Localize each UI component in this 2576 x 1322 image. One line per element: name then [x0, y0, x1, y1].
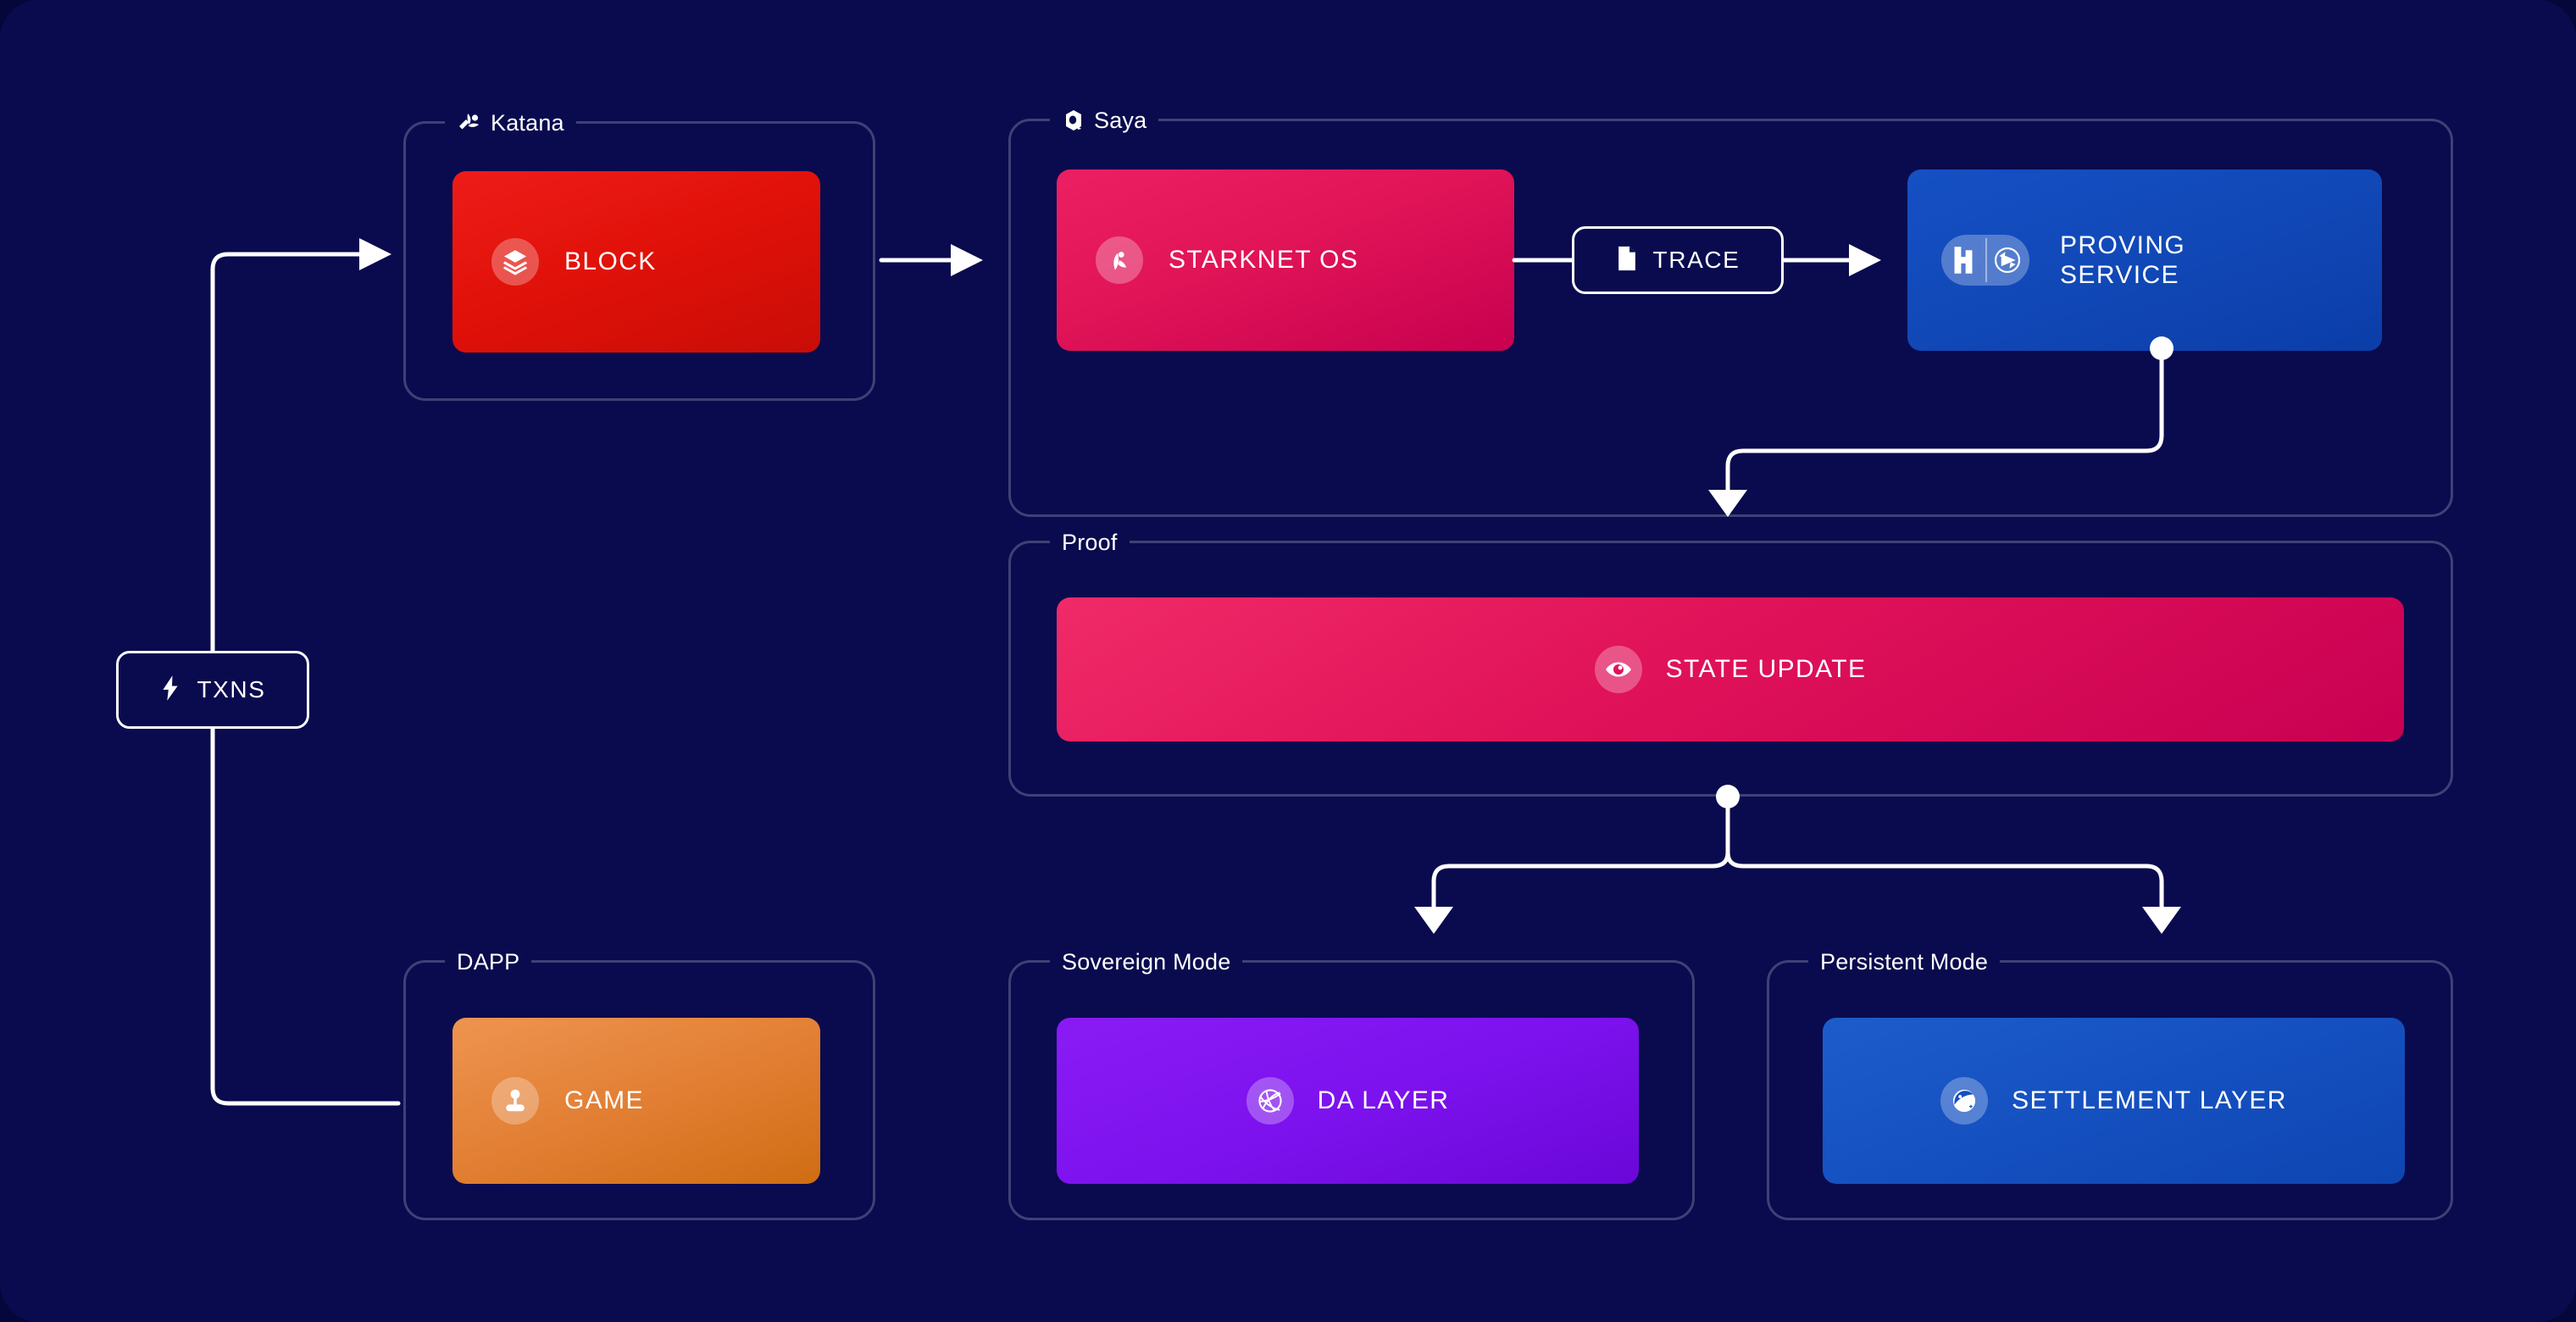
herodotus-icon	[1941, 235, 1985, 286]
group-sovereign-mode: Sovereign Mode	[1008, 946, 1695, 1220]
node-txns[interactable]: TXNS	[116, 651, 309, 729]
node-block[interactable]: BLOCK	[452, 171, 820, 353]
arrowhead-txns-to-katana	[359, 238, 391, 270]
group-sovereign-mode-title: Sovereign Mode	[1062, 949, 1231, 975]
group-dapp-title: DAPP	[457, 949, 520, 975]
arrowhead-proof-to-persistent	[2142, 907, 2181, 934]
atlantic-icon	[1985, 235, 2029, 286]
group-proof-title: Proof	[1062, 530, 1118, 555]
layers-icon	[491, 238, 539, 286]
node-block-label: BLOCK	[564, 247, 657, 276]
wire-txns-to-dapp	[210, 1086, 401, 1106]
node-proving-service[interactable]: PROVING SERVICE	[1907, 169, 2382, 351]
node-game-label: GAME	[564, 1086, 644, 1115]
arrowhead-proof-to-sovereign	[1414, 907, 1453, 934]
node-da-layer[interactable]: DA LAYER	[1057, 1018, 1639, 1184]
group-katana: Katana	[403, 107, 875, 401]
katana-logo-icon	[457, 110, 482, 136]
group-saya-title: Saya	[1094, 108, 1147, 133]
node-txns-label: TXNS	[197, 676, 266, 703]
saya-logo-icon	[1062, 108, 1085, 132]
group-sovereign-mode-label: Sovereign Mode	[1050, 946, 1243, 978]
group-katana-label: Katana	[445, 107, 576, 139]
group-saya-label: Saya	[1050, 104, 1159, 136]
celestia-icon	[1246, 1077, 1294, 1125]
node-da-layer-label: DA LAYER	[1317, 1086, 1450, 1115]
arrowhead-block-to-starknet	[951, 244, 983, 276]
group-persistent-mode-title: Persistent Mode	[1820, 949, 1989, 975]
group-katana-title: Katana	[491, 110, 564, 136]
node-settlement-layer-label: SETTLEMENT LAYER	[2012, 1086, 2287, 1115]
node-starknet-os[interactable]: STARKNET OS	[1057, 169, 1514, 351]
node-state-update[interactable]: STATE UPDATE	[1057, 597, 2404, 742]
starknet-fish-icon	[1940, 1077, 1989, 1125]
node-trace-label: TRACE	[1652, 247, 1740, 273]
wire-proof-to-sovereign	[1431, 850, 1730, 909]
proving-service-badge	[1941, 235, 2029, 286]
file-icon	[1616, 245, 1638, 276]
eye-icon	[1594, 646, 1642, 693]
wire-proof-to-persistent	[1725, 850, 2164, 909]
node-state-update-label: STATE UPDATE	[1665, 655, 1867, 684]
node-settlement-layer[interactable]: SETTLEMENT LAYER	[1823, 1018, 2405, 1184]
bolt-icon	[159, 675, 181, 706]
group-dapp-label: DAPP	[445, 946, 532, 978]
starknet-icon	[1096, 236, 1143, 284]
group-proof-label: Proof	[1050, 526, 1130, 558]
group-dapp: DAPP	[403, 946, 875, 1220]
node-proving-service-label: PROVING SERVICE	[2060, 231, 2186, 289]
wire-txns-to-katana	[210, 252, 362, 272]
joystick-icon	[491, 1077, 539, 1125]
node-game[interactable]: GAME	[452, 1018, 820, 1184]
node-trace[interactable]: TRACE	[1572, 226, 1784, 294]
group-persistent-mode: Persistent Mode	[1767, 946, 2453, 1220]
group-persistent-mode-label: Persistent Mode	[1808, 946, 2001, 978]
badge-divider	[1985, 238, 1987, 282]
node-starknet-os-label: STARKNET OS	[1169, 246, 1359, 275]
